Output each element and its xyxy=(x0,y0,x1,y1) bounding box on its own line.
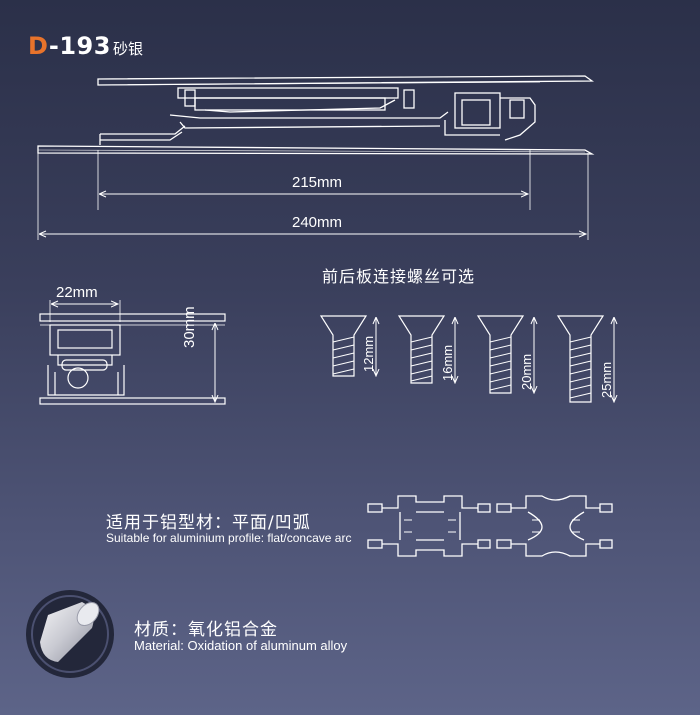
screw-label-12: 12mm xyxy=(361,335,376,372)
screw-20mm xyxy=(476,315,534,393)
product-code-prefix: D xyxy=(28,32,49,60)
screw-label-20: 20mm xyxy=(519,353,534,390)
screw-16mm xyxy=(397,315,455,383)
product-code-number: -193 xyxy=(48,32,111,60)
material-cn: 材质：氧化铝合金 xyxy=(134,620,278,640)
aluminum-tube-icon xyxy=(26,590,114,678)
dim-label-240: 240mm xyxy=(292,214,343,231)
profile-concave xyxy=(496,495,613,557)
handle-side-view xyxy=(37,75,595,240)
product-finish: 砂银 xyxy=(113,40,144,58)
handle-end-view xyxy=(39,300,226,405)
screw-25mm xyxy=(556,315,614,402)
screw-12mm xyxy=(319,315,376,376)
screw-option-note: 前后板连接螺丝可选 xyxy=(322,267,476,286)
dim-label-22: 22mm xyxy=(56,284,98,301)
screw-label-16: 16mm xyxy=(440,344,455,381)
profile-flat xyxy=(367,495,491,557)
dim-label-215: 215mm xyxy=(292,174,343,191)
suitable-profile-en: Suitable for aluminium profile: flat/con… xyxy=(106,531,352,545)
product-code: D-193 xyxy=(28,32,111,60)
dim-label-30: 30mm xyxy=(181,306,198,348)
material-en: Material: Oxidation of aluminum alloy xyxy=(134,638,348,653)
suitable-profile-cn: 适用于铝型材：平面/凹弧 xyxy=(106,513,311,533)
screw-label-25: 25mm xyxy=(599,361,614,398)
